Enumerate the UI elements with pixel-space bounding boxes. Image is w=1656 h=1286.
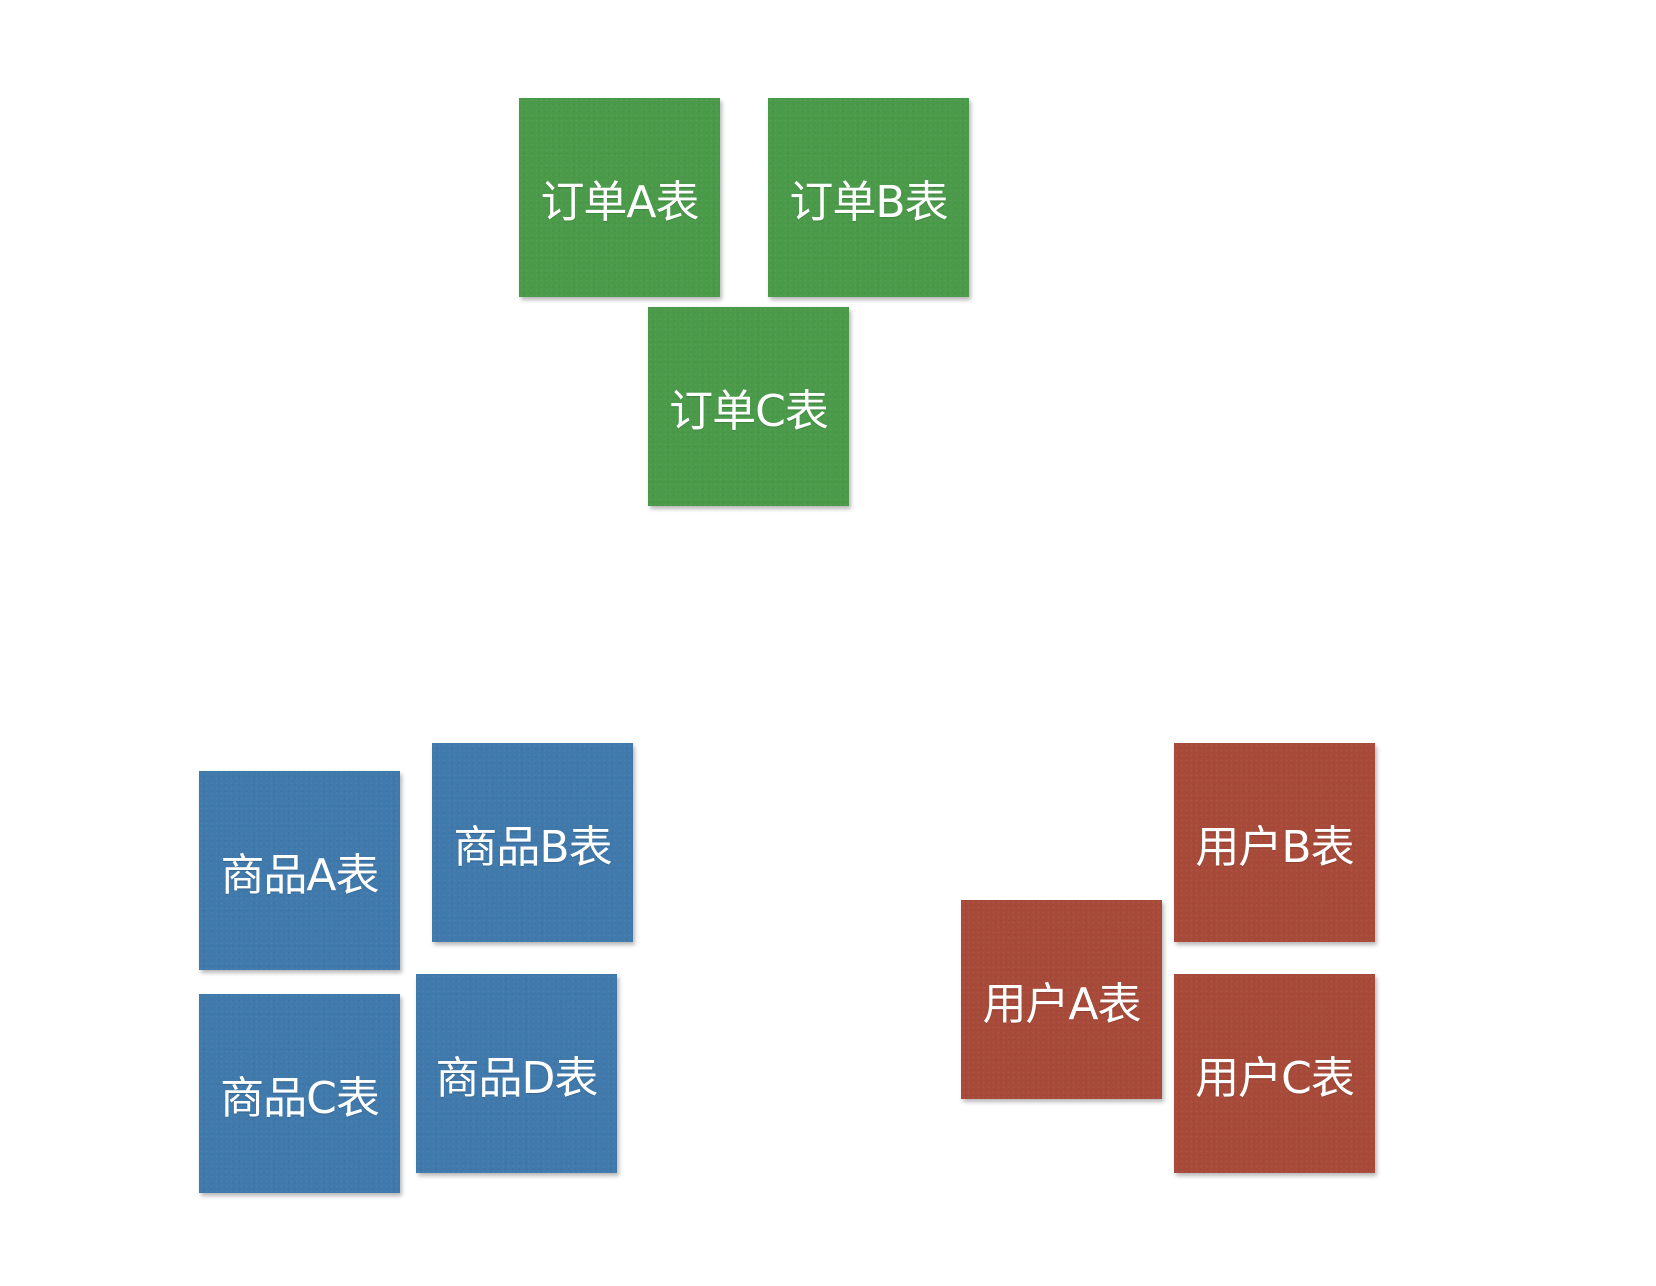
order-table-c-card: 订单C表 xyxy=(648,307,849,506)
user-table-c-label: 用户C表 xyxy=(1195,1052,1355,1104)
product-table-a-card: 商品A表 xyxy=(199,771,400,970)
user-table-a-card: 用户A表 xyxy=(961,900,1162,1099)
user-table-b-card: 用户B表 xyxy=(1174,743,1375,942)
product-table-a-label: 商品A表 xyxy=(220,849,379,901)
order-table-a-label: 订单A表 xyxy=(540,176,699,228)
product-table-b-card: 商品B表 xyxy=(432,743,633,942)
order-table-a-card: 订单A表 xyxy=(519,98,720,297)
product-table-c-card: 商品C表 xyxy=(199,994,400,1193)
product-table-b-label: 商品B表 xyxy=(453,821,612,873)
user-table-c-card: 用户C表 xyxy=(1174,974,1375,1173)
user-table-a-label: 用户A表 xyxy=(982,978,1141,1030)
product-table-c-label: 商品C表 xyxy=(220,1072,380,1124)
order-table-b-card: 订单B表 xyxy=(768,98,969,297)
order-table-b-label: 订单B表 xyxy=(789,176,948,228)
product-table-d-label: 商品D表 xyxy=(435,1052,599,1104)
order-table-c-label: 订单C表 xyxy=(669,385,829,437)
user-table-b-label: 用户B表 xyxy=(1195,821,1354,873)
product-table-d-card: 商品D表 xyxy=(416,974,617,1173)
